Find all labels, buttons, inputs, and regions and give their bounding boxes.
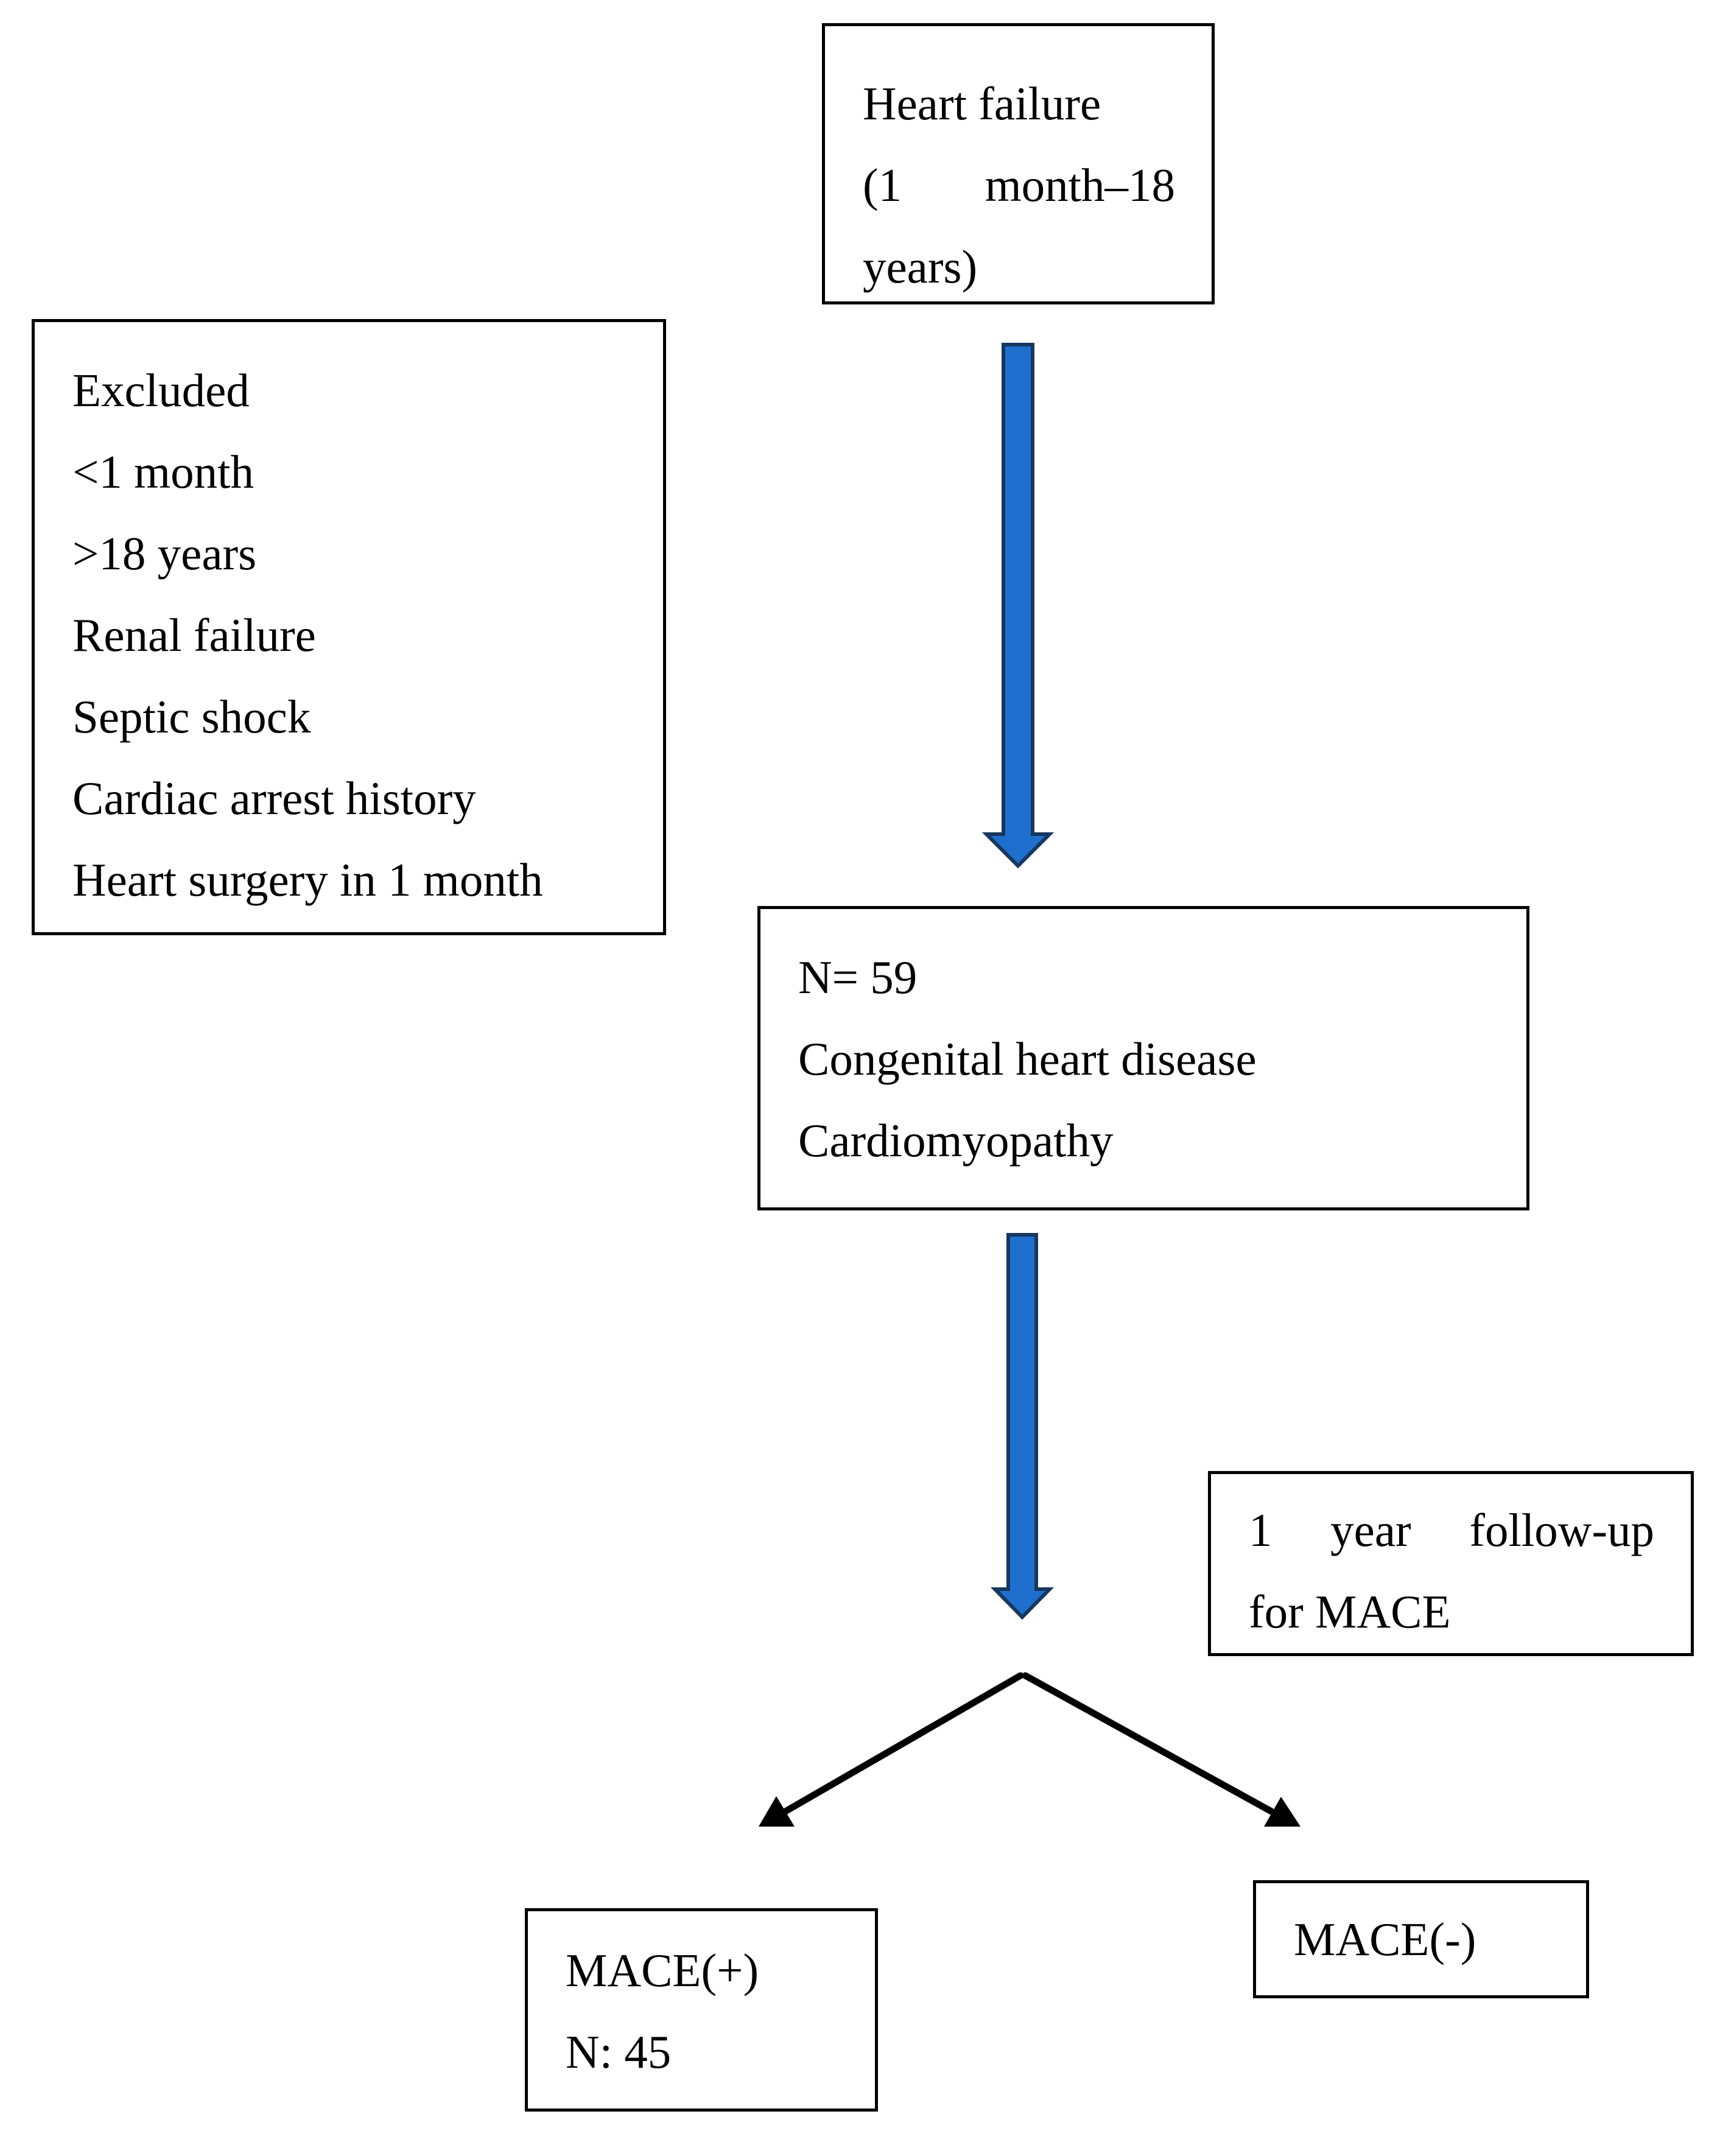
exclusion-item: Cardiac arrest history xyxy=(72,772,476,824)
mace-negative-box: MACE(-) xyxy=(1253,1880,1589,1998)
cohort-count: N= 59 xyxy=(798,951,918,1003)
flow-arrow-down-1 xyxy=(981,343,1055,869)
follow-up-box: 1 year follow-up for MACE xyxy=(1208,1471,1694,1656)
heart-failure-line-3: years) xyxy=(863,241,978,293)
branch-arrowhead-right xyxy=(1264,1797,1300,1827)
exclusion-item: >18 years xyxy=(72,527,257,580)
exclusion-item: Renal failure xyxy=(72,609,316,661)
study-cohort-box: N= 59 Congenital heart disease Cardiomyo… xyxy=(757,906,1529,1210)
heart-failure-line-1: Heart failure xyxy=(863,77,1101,130)
exclusion-item: Heart surgery in 1 month xyxy=(72,854,543,906)
flow-arrow-down-2 xyxy=(990,1233,1055,1620)
heart-failure-box: Heart failure (1 month–18 years) xyxy=(822,23,1215,304)
branch-line-left xyxy=(782,1672,1024,1815)
mace-positive-box: MACE(+) N: 45 xyxy=(525,1908,878,2112)
mace-negative-label: MACE(-) xyxy=(1294,1913,1476,1965)
exclusion-item: Septic shock xyxy=(72,690,311,743)
branch-line-right xyxy=(1022,1672,1275,1815)
follow-up-line-1: 1 year follow-up xyxy=(1249,1504,1654,1556)
branch-arrowhead-left xyxy=(759,1796,795,1827)
cohort-group: Cardiomyopathy xyxy=(798,1114,1114,1167)
cohort-group: Congenital heart disease xyxy=(798,1033,1257,1085)
exclusion-item: <1 month xyxy=(72,446,254,498)
exclusion-criteria-box: Excluded <1 month >18 years Renal failur… xyxy=(32,319,666,935)
mace-positive-count: N: 45 xyxy=(566,2026,672,2078)
follow-up-line-2: for MACE xyxy=(1249,1585,1451,1638)
mace-positive-label: MACE(+) xyxy=(566,1944,759,1996)
exclusion-heading: Excluded xyxy=(72,364,250,416)
heart-failure-line-2: (1 month–18 xyxy=(863,159,1175,211)
